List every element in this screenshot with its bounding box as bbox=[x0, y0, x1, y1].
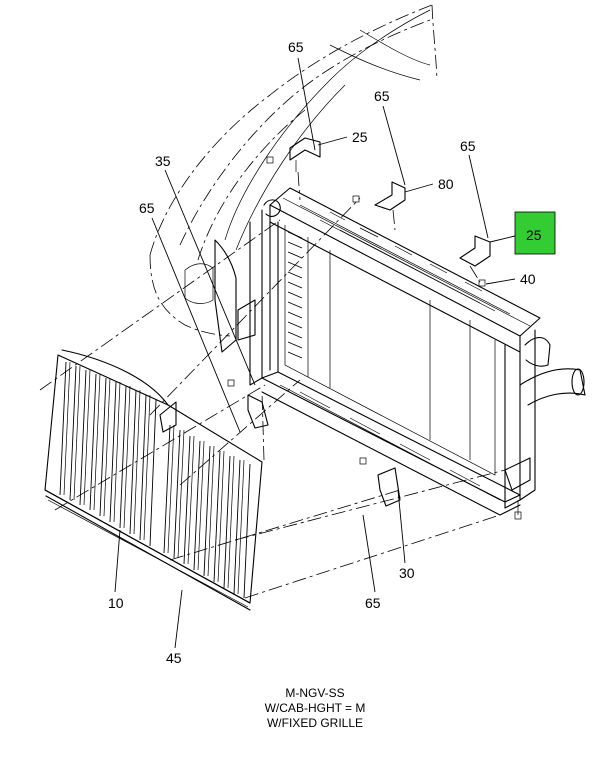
hood-phantom bbox=[149, 4, 438, 353]
callout-c3: 65 bbox=[374, 88, 390, 104]
callout-c12: 10 bbox=[108, 595, 124, 611]
highlight-box bbox=[514, 211, 556, 255]
callout-c13: 45 bbox=[166, 650, 182, 666]
callout-c9: 65 bbox=[139, 200, 155, 216]
note-line-1: M-NGV-SS bbox=[285, 686, 345, 700]
callouts: 65 25 65 80 65 25 40 35 65 30 65 10 45 bbox=[108, 39, 542, 666]
grille bbox=[44, 349, 263, 611]
callout-c2: 25 bbox=[352, 129, 368, 145]
callout-c8: 35 bbox=[155, 153, 171, 169]
leader-lines bbox=[114, 57, 516, 649]
callout-c5: 65 bbox=[460, 138, 476, 154]
configuration-note: M-NGV-SS W/CAB-HGHT = M W/FIXED GRILLE bbox=[210, 686, 420, 731]
callout-c7: 40 bbox=[520, 271, 536, 287]
callout-c1: 65 bbox=[288, 39, 304, 55]
callout-c6: 25 bbox=[526, 227, 542, 243]
note-line-3: W/FIXED GRILLE bbox=[266, 716, 364, 730]
projection-lines bbox=[39, 171, 506, 599]
hardware bbox=[227, 137, 491, 507]
radiator-assembly bbox=[237, 187, 586, 520]
callout-c10: 30 bbox=[399, 565, 415, 581]
note-line-2: W/CAB-HGHT = M bbox=[264, 701, 366, 715]
callout-c11: 65 bbox=[365, 595, 381, 611]
callout-c4: 80 bbox=[438, 176, 454, 192]
